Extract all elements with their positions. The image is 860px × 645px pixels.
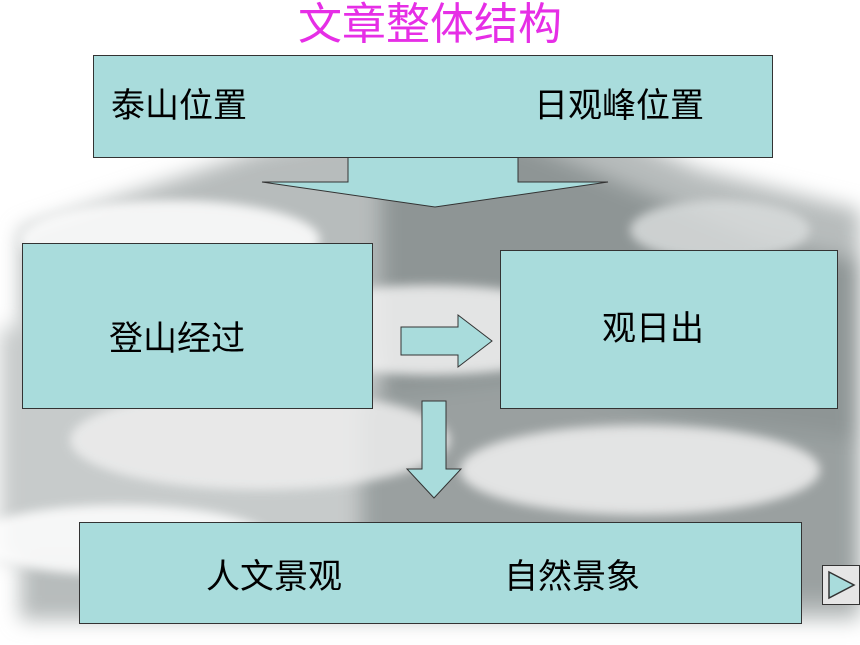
box-middle-left: 登山经过	[22, 243, 373, 409]
box-bottom: 人文景观 自然景象	[79, 522, 802, 624]
next-slide-button[interactable]	[822, 565, 860, 605]
box-middle-right: 观日出	[500, 250, 838, 409]
block-arrow-right-icon	[400, 313, 493, 369]
box-bottom-left-label: 人文景观	[206, 557, 342, 597]
merge-arrow-down-icon	[261, 158, 609, 208]
page-title: 文章整体结构	[298, 0, 562, 50]
box-top-right-label: 日观峰位置	[534, 86, 704, 126]
block-arrow-down-icon	[405, 400, 463, 499]
box-top: 泰山位置 日观峰位置	[93, 55, 773, 158]
box-middle-left-label: 登山经过	[109, 319, 245, 359]
box-top-left-label: 泰山位置	[111, 86, 247, 126]
box-bottom-right-label: 自然景象	[504, 557, 640, 597]
play-triangle-icon	[828, 570, 856, 600]
box-middle-right-label: 观日出	[602, 309, 704, 349]
